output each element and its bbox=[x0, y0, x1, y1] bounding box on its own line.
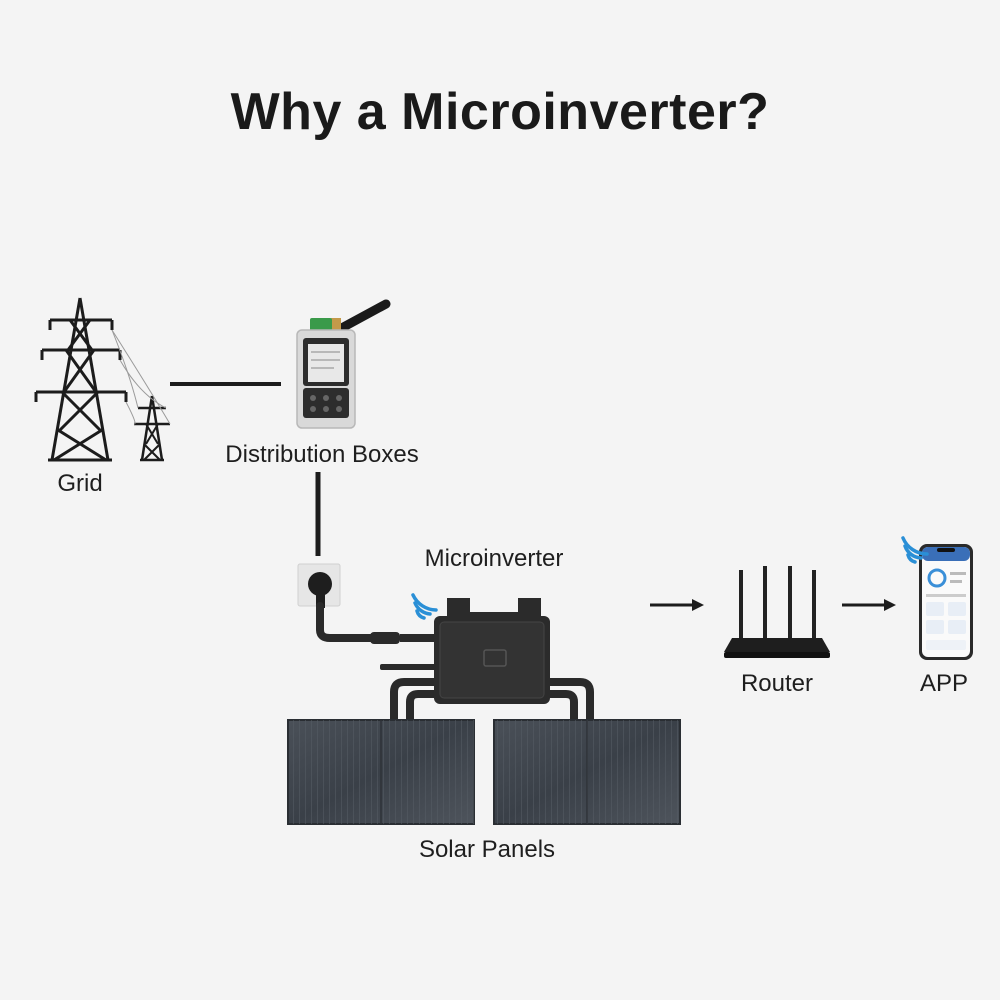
router-label: Router bbox=[740, 670, 814, 697]
phone-app-icon bbox=[919, 544, 973, 660]
solar-panel-left bbox=[287, 719, 475, 825]
microinverter-label: Microinverter bbox=[424, 545, 564, 572]
power-tower-icon bbox=[34, 297, 170, 462]
grid-label: Grid bbox=[57, 470, 103, 497]
power-lines bbox=[111, 329, 171, 425]
wifi-icon-app bbox=[901, 536, 929, 564]
page-title: Why a Microinverter? bbox=[230, 83, 770, 141]
microinverter-icon bbox=[380, 598, 594, 720]
solar-panel-right bbox=[493, 719, 681, 825]
app-label: APP bbox=[919, 670, 969, 697]
arrow-router-to-app bbox=[842, 599, 896, 611]
distribution-boxes-label: Distribution Boxes bbox=[225, 441, 419, 468]
wifi-icon bbox=[411, 593, 438, 620]
ac-cable bbox=[316, 602, 376, 642]
wall-socket-icon bbox=[297, 563, 341, 608]
distribution-box-icon bbox=[296, 299, 391, 429]
solar-panels-label: Solar Panels bbox=[418, 836, 556, 863]
arrow-microinverter-to-router bbox=[650, 599, 704, 611]
router-icon bbox=[724, 566, 830, 658]
cable-connector bbox=[370, 632, 400, 644]
